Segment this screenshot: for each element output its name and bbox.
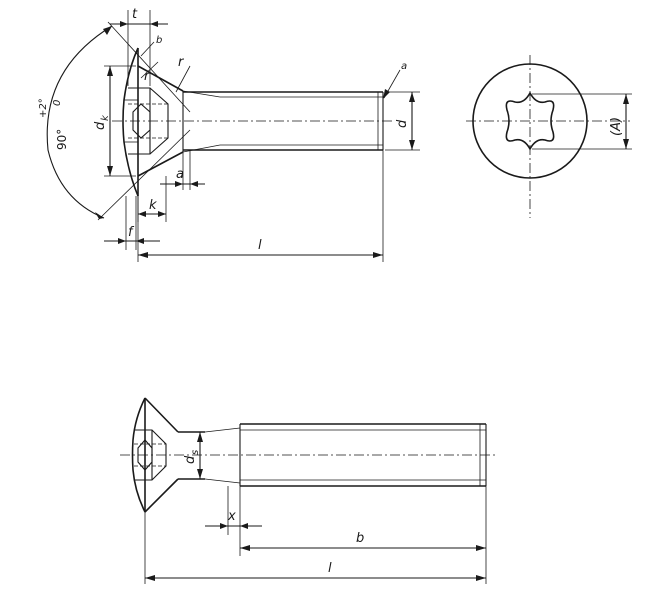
x-label: x: [227, 509, 236, 524]
l-bottom-dimension: [144, 512, 486, 584]
angle-dimension: [46, 21, 191, 221]
end-view: [466, 55, 632, 218]
screw-shank-bottom: [178, 423, 487, 487]
dk-dimension: [104, 65, 136, 177]
b-dimension: [240, 486, 487, 584]
r1-label: r: [144, 69, 151, 84]
b-leader: [140, 41, 155, 57]
ds-subscript: s: [190, 450, 201, 455]
f-label: f: [128, 225, 135, 240]
l-bottom-label: l: [328, 561, 332, 576]
top-side-view: 90° +2° 0 d k t: [38, 7, 420, 262]
l-top-label: l: [258, 238, 262, 253]
dk-label: d: [93, 121, 108, 130]
screw-head-top: [122, 47, 184, 197]
dk-subscript: k: [100, 114, 111, 121]
ds-dimension: [197, 432, 203, 479]
angle-lower-tolerance: 0: [52, 100, 63, 106]
r-dimension: [140, 61, 191, 93]
bottom-side-view: d s x b l: [120, 397, 495, 584]
l-top-dimension: [137, 150, 384, 262]
a-label: a: [176, 167, 184, 182]
b-label: b: [356, 531, 364, 546]
angle-main-label: 90°: [55, 129, 69, 150]
angle-upper-tolerance: +2°: [38, 98, 49, 118]
t-dimension: [110, 10, 168, 86]
d-label: d: [395, 119, 410, 128]
x-dimension: [205, 486, 262, 556]
ds-label: d: [183, 455, 198, 464]
a-note-label: a: [401, 61, 407, 72]
A-dimension-label: (A): [609, 117, 624, 136]
b-note-label: b: [156, 35, 162, 46]
head-outline-circle: [472, 63, 588, 179]
k-label: k: [149, 198, 157, 213]
hexalobular-recess: [505, 91, 555, 151]
a-dimension: [160, 150, 205, 190]
screw-head-bottom: [131, 397, 179, 513]
f-dimension: [104, 196, 160, 250]
d-dimension: [385, 91, 420, 151]
screw-shank-top: [182, 90, 384, 153]
k-dimension: [137, 176, 167, 222]
t-label: t: [132, 7, 138, 22]
r2-label: r: [178, 55, 185, 70]
